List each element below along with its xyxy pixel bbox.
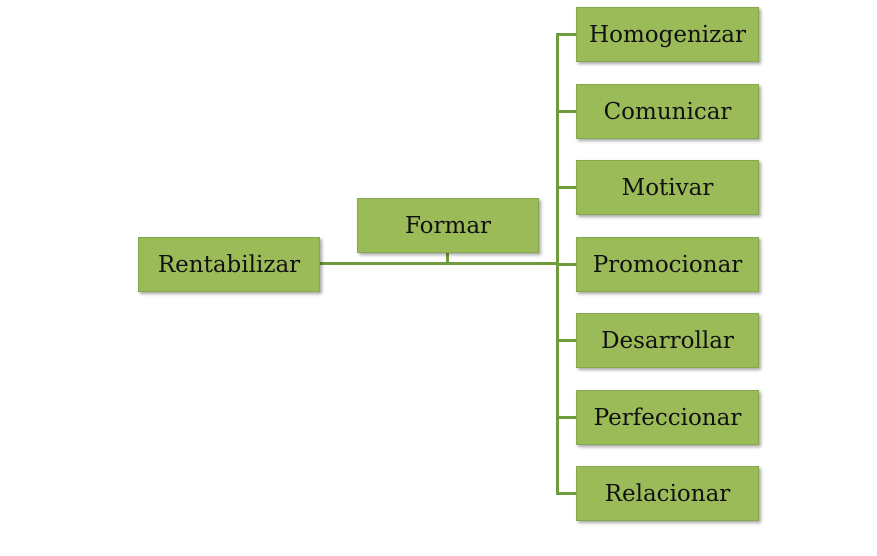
branch-connector-relacionar <box>556 492 578 495</box>
branch-connector-comunicar <box>556 110 578 113</box>
node-formar: Formar <box>357 198 539 253</box>
branch-connector-homogenizar <box>556 33 578 36</box>
node-relacionar: Relacionar <box>576 466 759 521</box>
node-desarrollar: Desarrollar <box>576 313 759 368</box>
node-comunicar: Comunicar <box>576 84 759 139</box>
branch-connector-motivar <box>556 186 578 189</box>
formar-drop-connector <box>446 253 449 264</box>
node-perfeccionar: Perfeccionar <box>576 390 759 445</box>
node-rentabilizar-label: Rentabilizar <box>157 251 301 278</box>
node-relacionar-label: Relacionar <box>604 480 731 507</box>
node-promocionar-label: Promocionar <box>592 251 743 278</box>
node-rentabilizar: Rentabilizar <box>138 237 320 292</box>
root-to-branch-connector <box>320 262 559 265</box>
node-perfeccionar-label: Perfeccionar <box>593 404 742 431</box>
branch-connector-promocionar <box>556 263 578 266</box>
branch-connector-perfeccionar <box>556 416 578 419</box>
node-homogenizar-label: Homogenizar <box>589 21 746 48</box>
branch-connector-desarrollar <box>556 339 578 342</box>
node-homogenizar: Homogenizar <box>576 7 759 62</box>
node-motivar: Motivar <box>576 160 759 215</box>
node-comunicar-label: Comunicar <box>603 98 732 125</box>
node-promocionar: Promocionar <box>576 237 759 292</box>
node-formar-label: Formar <box>404 212 492 239</box>
node-desarrollar-label: Desarrollar <box>601 327 734 354</box>
node-motivar-label: Motivar <box>621 174 714 201</box>
